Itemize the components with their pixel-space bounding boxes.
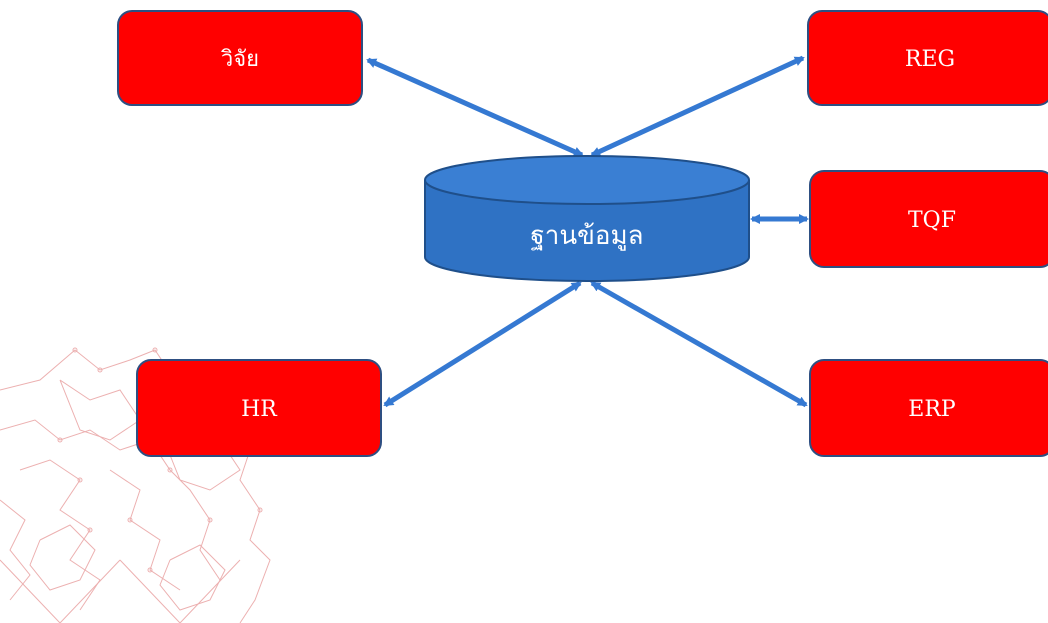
node-tqf: TQF	[809, 170, 1048, 268]
node-tqf-label: TQF	[908, 208, 956, 233]
node-research-label: วิจัย	[220, 47, 259, 72]
node-reg: REG	[807, 10, 1048, 106]
node-erp-label: ERP	[908, 397, 956, 422]
node-reg-label: REG	[905, 47, 955, 72]
arrow-reg-database	[590, 55, 805, 158]
database-node: ฐานข้อมูล	[424, 155, 750, 282]
connector-arrows	[366, 55, 809, 408]
arrow-erp-database	[590, 280, 808, 408]
node-hr-label: HR	[241, 397, 278, 422]
node-research: วิจัย	[117, 10, 363, 106]
arrow-research-database	[366, 57, 584, 158]
database-label: ฐานข้อมูล	[530, 221, 643, 251]
node-hr: HR	[136, 359, 382, 457]
node-erp: ERP	[809, 359, 1048, 457]
arrow-hr-database	[383, 280, 582, 408]
